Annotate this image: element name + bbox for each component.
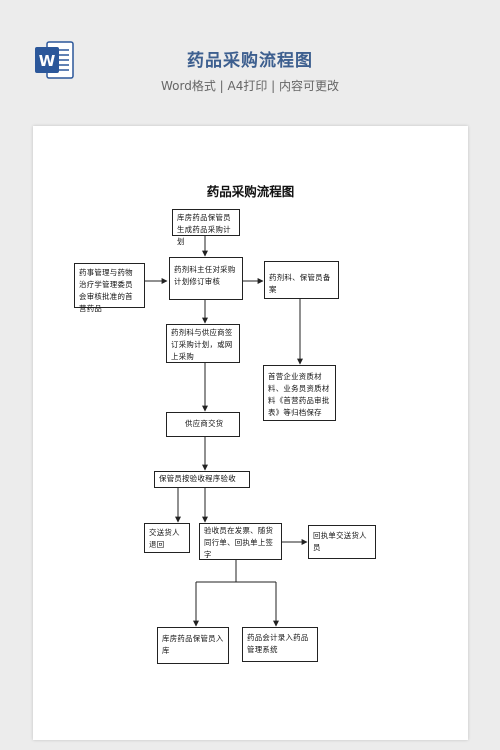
page-title: 药品采购流程图	[187, 51, 313, 71]
flow-box-purchase-plan: 库房药品保管员生成药品采购计划	[172, 209, 240, 246]
flowchart-connectors	[145, 236, 308, 627]
flow-box-return-to-deliverer: 交送货人退回	[144, 523, 190, 553]
flow-box-archive-materials: 首营企业资质材料、业务员资质材料《首营药品审批表》等归档保存	[263, 365, 336, 421]
flow-box-accounting-entry: 药品会计录入药品管理系统	[242, 627, 318, 662]
flow-box-filing: 药剂科、保管员备案	[264, 261, 339, 299]
document-page: 药品采购流程图	[33, 126, 468, 740]
flow-box-acceptance: 保管员按验收程序验收	[154, 471, 250, 488]
flow-box-warehouse-entry: 库房药品保管员入库	[157, 627, 229, 664]
page-header: W 药品采购流程图 Word格式 | A4打印 | 内容可更改	[0, 0, 500, 120]
flow-box-receipt-handover: 回执单交送货人员	[308, 525, 376, 559]
word-document-icon: W	[33, 40, 75, 80]
svg-text:W: W	[39, 52, 56, 70]
flow-box-supplier-delivery: 供应商交货	[166, 412, 240, 437]
page-subtitle: Word格式 | A4打印 | 内容可更改	[160, 79, 340, 93]
document-title: 药品采购流程图	[206, 184, 295, 199]
flow-box-supplier-contract: 药剂科与供应商签订采购计划，或网上采购	[166, 324, 240, 363]
flow-box-invoice-signing: 验收员在发票、随货同行单、回执单上签字	[199, 523, 282, 560]
flow-box-committee-approval: 药事管理与药物治疗学管理委员会审核批准的首营药品	[74, 263, 145, 313]
flow-box-director-review: 药剂科主任对采购计划修订审核	[169, 257, 243, 300]
